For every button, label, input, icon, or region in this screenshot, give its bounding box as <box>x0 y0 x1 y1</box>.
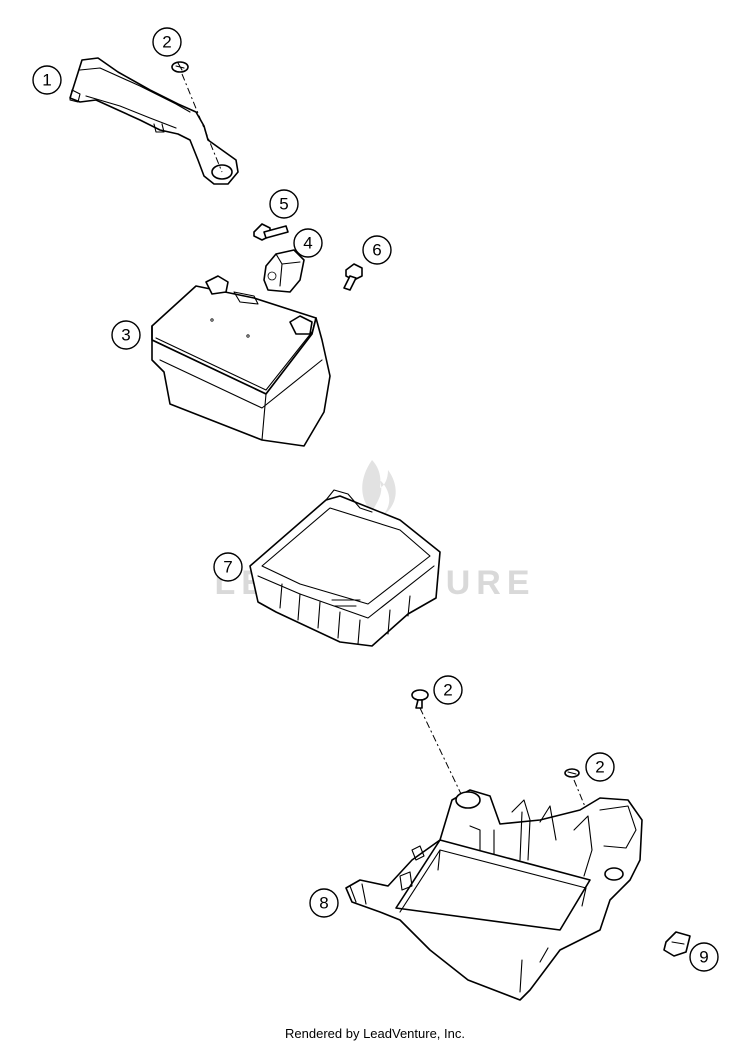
callout-4: 4 <box>293 228 323 258</box>
part-2-screw-lower-right <box>564 768 580 778</box>
svg-text:9: 9 <box>699 948 708 967</box>
svg-text:2: 2 <box>162 33 171 52</box>
svg-text:2: 2 <box>595 758 604 777</box>
part-5-bolt <box>253 223 289 241</box>
svg-text:1: 1 <box>42 71 51 90</box>
part-2-screw-top <box>171 61 189 73</box>
callout-7: 7 <box>213 552 243 582</box>
callout-6: 6 <box>362 235 392 265</box>
leader-line-2-lower-left <box>419 707 463 797</box>
callout-3: 3 <box>111 320 141 350</box>
part-9-clip-nut <box>663 931 691 957</box>
callout-8: 8 <box>309 888 339 918</box>
svg-text:5: 5 <box>279 195 288 214</box>
svg-text:2: 2 <box>443 681 452 700</box>
svg-text:8: 8 <box>319 894 328 913</box>
part-2-screw-lower-left <box>411 689 429 709</box>
callout-1: 1 <box>32 65 62 95</box>
callout-9: 9 <box>689 942 719 972</box>
callout-2-top: 2 <box>152 27 182 57</box>
leader-line-2-top <box>181 73 223 173</box>
svg-text:6: 6 <box>372 241 381 260</box>
callout-2-lower-right: 2 <box>585 752 615 782</box>
part-6-bolt <box>343 263 363 291</box>
footer-credit: Rendered by LeadVenture, Inc. <box>285 1026 465 1041</box>
callout-2-lower-left: 2 <box>433 675 463 705</box>
part-7-rubber-tray <box>249 489 441 647</box>
part-3-battery <box>151 275 331 447</box>
svg-text:7: 7 <box>223 558 232 577</box>
callout-5: 5 <box>269 189 299 219</box>
part-8-battery-holder <box>345 789 643 1001</box>
part-4-terminal-cover <box>263 249 305 293</box>
part-1-battery-bracket <box>69 57 239 185</box>
svg-text:4: 4 <box>303 234 312 253</box>
svg-text:3: 3 <box>121 326 130 345</box>
